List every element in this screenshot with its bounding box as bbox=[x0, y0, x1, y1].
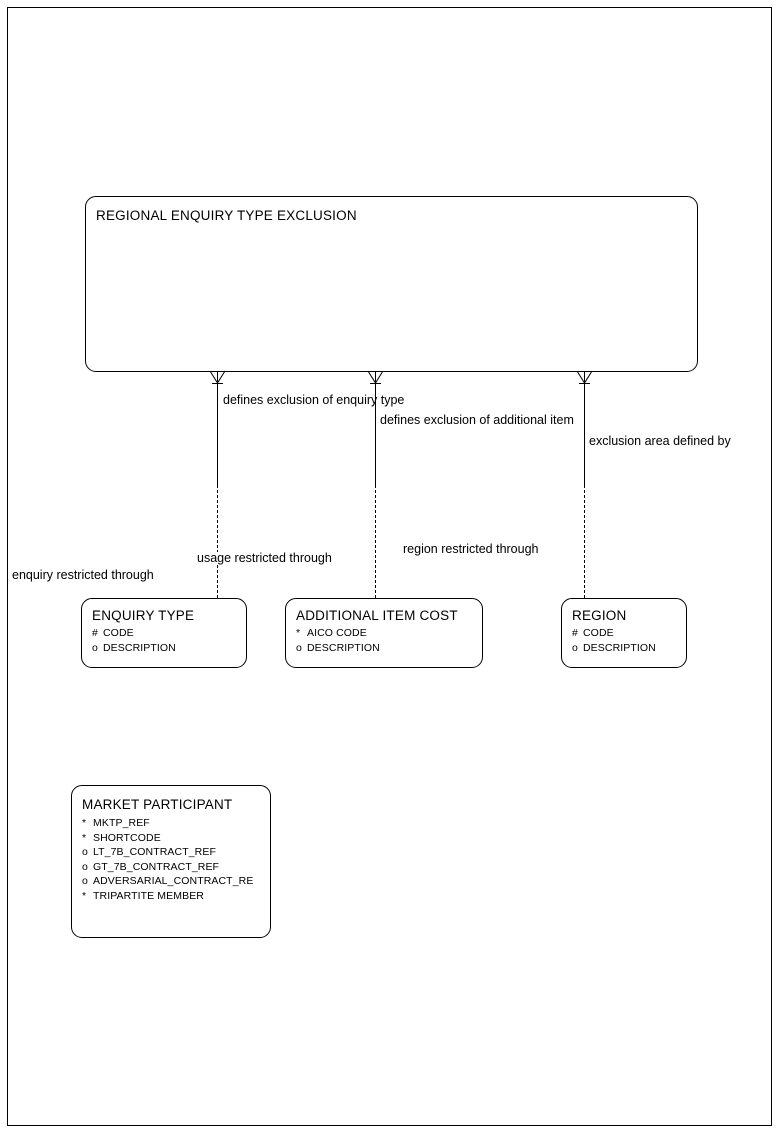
attribute-list: * MKTP_REF * SHORTCODE o LT_7B_CONTRACT_REF… bbox=[82, 816, 253, 903]
attribute-row: o LT_7B_CONTRACT_REF bbox=[82, 845, 253, 860]
attribute-list: # CODE o DESCRIPTION bbox=[572, 626, 656, 655]
entity-enquiry-type[interactable]: ENQUIRY TYPE # CODE o DESCRIPTION bbox=[81, 598, 247, 668]
attribute-name: AICO CODE bbox=[307, 627, 367, 639]
attribute-row: * MKTP_REF bbox=[82, 816, 253, 831]
crowfoot-icon-additional-item-cost bbox=[367, 371, 384, 387]
relationship-label-region-restricted-through: region restricted through bbox=[402, 542, 540, 556]
attribute-marker: o bbox=[296, 641, 302, 654]
relationship-label-defines-exclusion-of-additional-item: defines exclusion of additional item bbox=[379, 413, 575, 427]
attribute-marker: # bbox=[92, 627, 98, 639]
attribute-list: * AICO CODE o DESCRIPTION bbox=[296, 626, 380, 655]
entity-additional-item-cost[interactable]: ADDITIONAL ITEM COST * AICO CODE o DESCRIP… bbox=[285, 598, 483, 668]
attribute-name: CODE bbox=[103, 627, 134, 639]
attribute-name: DESCRIPTION bbox=[103, 641, 176, 654]
relationship-line-additional-item-lower bbox=[375, 485, 376, 598]
attribute-row: o ADVERSARIAL_CONTRACT_RE bbox=[82, 874, 253, 889]
relationship-line-region-upper bbox=[584, 383, 585, 485]
relationship-line-enquiry-type-lower bbox=[217, 485, 218, 598]
attribute-marker: o bbox=[572, 641, 578, 654]
attribute-row: o DESCRIPTION bbox=[296, 641, 380, 656]
attribute-list: # CODE o DESCRIPTION bbox=[92, 626, 176, 655]
attribute-row: o DESCRIPTION bbox=[92, 641, 176, 656]
entity-title: MARKET PARTICIPANT bbox=[82, 797, 233, 812]
attribute-row: # CODE bbox=[572, 626, 656, 641]
attribute-name: MKTP_REF bbox=[93, 817, 150, 829]
attribute-name: SHORTCODE bbox=[93, 831, 161, 844]
entity-title: REGIONAL ENQUIRY TYPE EXCLUSION bbox=[96, 208, 357, 223]
entity-title: REGION bbox=[572, 608, 627, 623]
attribute-name: LT_7B_CONTRACT_REF bbox=[93, 846, 216, 858]
entity-regional-enquiry-type-exclusion[interactable]: REGIONAL ENQUIRY TYPE EXCLUSION bbox=[85, 196, 698, 372]
attribute-name: GT_7B_CONTRACT_REF bbox=[93, 860, 220, 873]
attribute-row: * SHORTCODE bbox=[82, 831, 253, 846]
relationship-label-defines-exclusion-of-enquiry-type: defines exclusion of enquiry type bbox=[222, 393, 406, 407]
attribute-marker: # bbox=[572, 627, 578, 639]
attribute-marker: o bbox=[92, 641, 98, 654]
attribute-row: o DESCRIPTION bbox=[572, 641, 656, 656]
attribute-name: ADVERSARIAL_CONTRACT_RE bbox=[93, 875, 254, 887]
relationship-line-additional-item-upper bbox=[375, 383, 376, 485]
crowfoot-icon-enquiry-type bbox=[209, 371, 226, 387]
attribute-marker: * bbox=[82, 831, 87, 844]
relationship-label-exclusion-area-defined-by: exclusion area defined by bbox=[588, 434, 732, 448]
attribute-marker: o bbox=[82, 860, 88, 873]
entity-title: ADDITIONAL ITEM COST bbox=[296, 608, 458, 623]
relationship-line-region-lower bbox=[584, 485, 585, 598]
attribute-row: o GT_7B_CONTRACT_REF bbox=[82, 860, 253, 875]
attribute-name: DESCRIPTION bbox=[583, 641, 656, 654]
relationship-label-enquiry-restricted-through: enquiry restricted through bbox=[11, 568, 155, 582]
entity-region[interactable]: REGION # CODE o DESCRIPTION bbox=[561, 598, 687, 668]
attribute-name: CODE bbox=[583, 627, 614, 639]
attribute-row: * TRIPARTITE MEMBER bbox=[82, 889, 253, 904]
attribute-marker: * bbox=[296, 627, 301, 639]
relationship-line-enquiry-type-upper bbox=[217, 383, 218, 485]
page-border bbox=[7, 7, 772, 1126]
attribute-name: TRIPARTITE MEMBER bbox=[93, 889, 204, 902]
attribute-row: * AICO CODE bbox=[296, 626, 380, 641]
attribute-name: DESCRIPTION bbox=[307, 641, 380, 654]
attribute-marker: o bbox=[82, 875, 88, 887]
relationship-label-usage-restricted-through: usage restricted through bbox=[196, 551, 333, 565]
entity-market-participant[interactable]: MARKET PARTICIPANT * MKTP_REF * SHORTCODE … bbox=[71, 785, 271, 938]
attribute-marker: * bbox=[82, 817, 87, 829]
attribute-row: # CODE bbox=[92, 626, 176, 641]
attribute-marker: o bbox=[82, 846, 88, 858]
attribute-marker: * bbox=[82, 889, 87, 902]
entity-title: ENQUIRY TYPE bbox=[92, 608, 195, 623]
